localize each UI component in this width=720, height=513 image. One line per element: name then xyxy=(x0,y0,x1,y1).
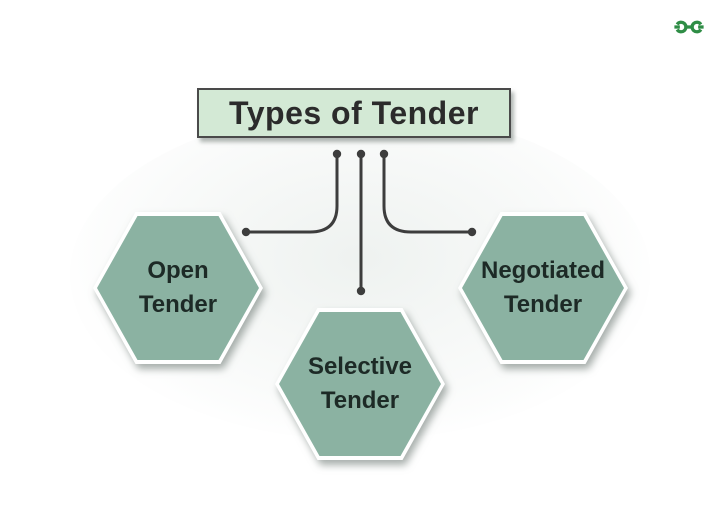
connector-dot xyxy=(467,227,477,237)
node-label-line: Tender xyxy=(138,291,218,318)
node-label-line: Selective xyxy=(307,353,413,380)
hexagon-border: Negotiated Tender xyxy=(458,212,628,364)
hexagon-shape: Open Tender xyxy=(97,216,259,360)
connector-dot xyxy=(332,149,342,159)
hexagon-shape: Negotiated Tender xyxy=(462,216,624,360)
connector-dot xyxy=(356,286,366,296)
title-banner: Types of Tender xyxy=(197,88,511,138)
connector-right xyxy=(382,154,472,234)
node-open-tender: Open Tender xyxy=(93,212,263,364)
hexagon-shape: Selective Tender xyxy=(279,312,441,456)
connector-dot xyxy=(379,149,389,159)
connector-dot xyxy=(356,149,366,159)
node-label-line: Negotiated xyxy=(480,257,605,284)
node-selective-tender: Selective Tender xyxy=(275,308,445,460)
hexagon-border: Selective Tender xyxy=(275,308,445,460)
geeksforgeeks-logo-icon xyxy=(670,14,708,40)
connector-dot xyxy=(241,227,251,237)
node-label-line: Open xyxy=(147,257,209,284)
page-title: Types of Tender xyxy=(229,94,479,131)
connector-left xyxy=(246,154,339,234)
node-label-line: Tender xyxy=(503,291,583,318)
hexagon-border: Open Tender xyxy=(93,212,263,364)
node-negotiated-tender: Negotiated Tender xyxy=(458,212,628,364)
node-label-line: Tender xyxy=(320,387,400,414)
